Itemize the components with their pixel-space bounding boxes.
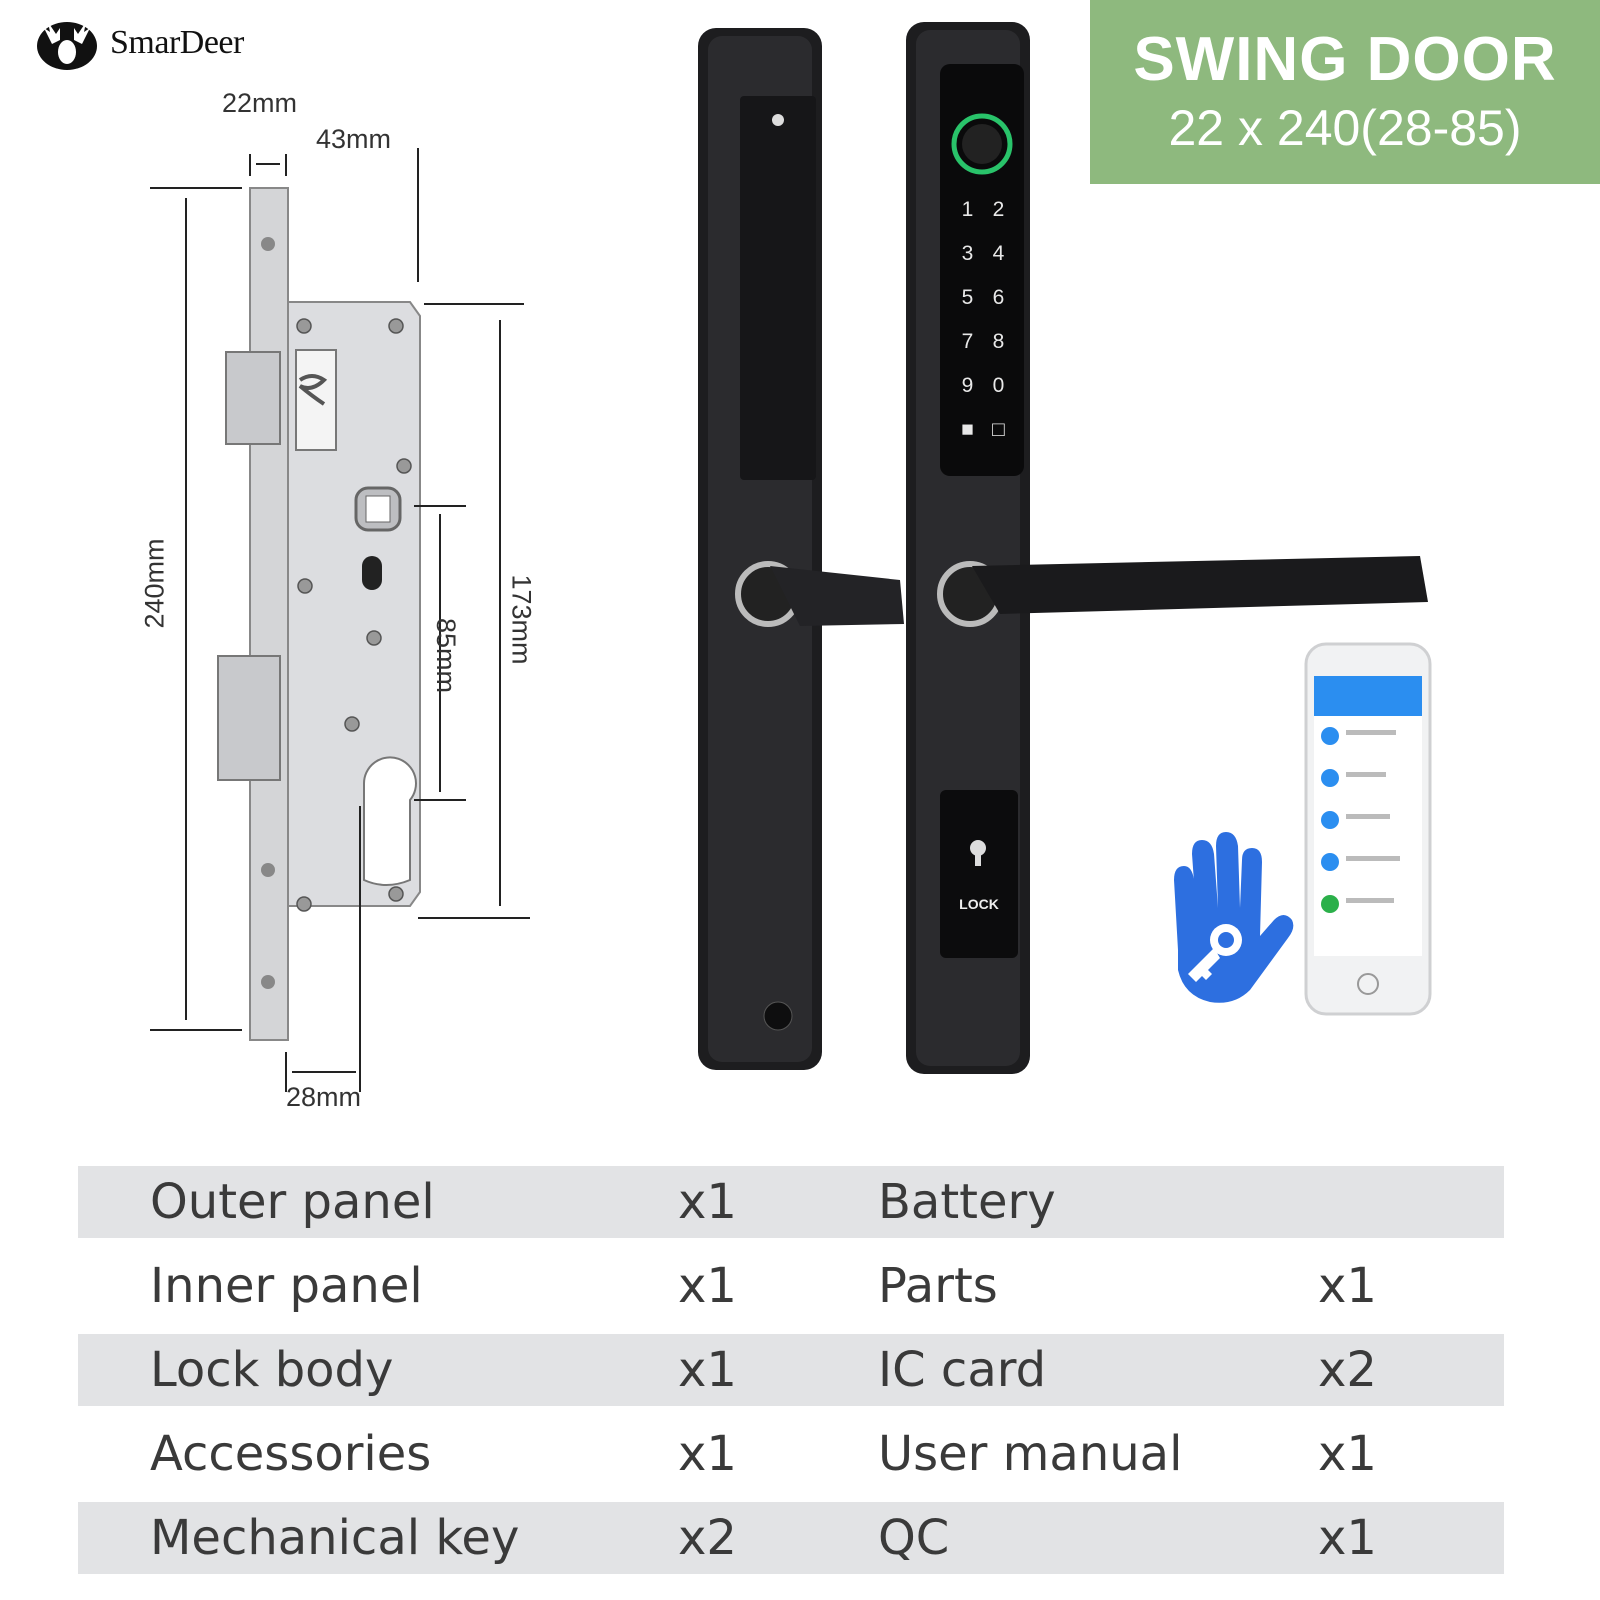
key-cover bbox=[940, 790, 1018, 958]
lock-key-icon[interactable]: ■ bbox=[961, 418, 974, 441]
item-name: IC card bbox=[878, 1342, 1047, 1398]
dim-22mm: 22mm bbox=[222, 88, 298, 118]
cylinder-cutout bbox=[362, 756, 417, 886]
package-list-table: Outer panel x1 Battery Inner panel x1 Pa… bbox=[78, 1166, 1504, 1586]
item-name: Lock body bbox=[150, 1342, 394, 1398]
item-qty: x2 bbox=[678, 1510, 737, 1566]
dead-bolt bbox=[217, 655, 281, 781]
table-row: Accessories x1 User manual x1 bbox=[78, 1418, 1504, 1490]
lever-handle bbox=[972, 556, 1428, 614]
keypad-panel bbox=[940, 64, 1024, 476]
banner-subtitle: 22 x 240(28-85) bbox=[1168, 100, 1522, 156]
key-9[interactable]: 9 bbox=[961, 374, 974, 397]
item-name: Mechanical key bbox=[150, 1510, 520, 1566]
item-name: QC bbox=[878, 1510, 950, 1566]
table-row: Outer panel x1 Battery bbox=[78, 1166, 1504, 1238]
smartphone-icon bbox=[1304, 642, 1432, 1016]
item-name: User manual bbox=[878, 1426, 1183, 1482]
key-2[interactable]: 2 bbox=[992, 198, 1005, 221]
key-5[interactable]: 5 bbox=[961, 286, 974, 309]
item-name: Inner panel bbox=[150, 1258, 423, 1314]
brand-name: SmarDeer bbox=[110, 24, 244, 61]
lock-body-drawing bbox=[150, 148, 530, 1092]
app-illustration bbox=[1174, 642, 1432, 1016]
item-name: Parts bbox=[878, 1258, 998, 1314]
key-8[interactable]: 8 bbox=[992, 330, 1005, 353]
table-row: Inner panel x1 Parts x1 bbox=[78, 1250, 1504, 1322]
lock-handles-illustration bbox=[698, 22, 1428, 1074]
item-name: Outer panel bbox=[150, 1174, 435, 1230]
item-qty: x1 bbox=[678, 1258, 737, 1314]
item-qty: x1 bbox=[678, 1174, 737, 1230]
dim-43mm: 43mm bbox=[316, 124, 392, 154]
dimension-lines bbox=[150, 148, 530, 1092]
lock-label: LOCK bbox=[959, 896, 999, 912]
brand-logo: SmarDeer bbox=[34, 14, 244, 72]
unlock-key-icon[interactable]: □ bbox=[992, 418, 1005, 441]
dim-28mm: 28mm bbox=[286, 1082, 362, 1112]
item-qty: x2 bbox=[1318, 1342, 1377, 1398]
item-qty: x1 bbox=[1318, 1258, 1377, 1314]
item-name: Battery bbox=[878, 1174, 1056, 1230]
item-qty: x1 bbox=[1318, 1510, 1377, 1566]
item-name: Accessories bbox=[150, 1426, 432, 1482]
door-type-banner: SWING DOOR 22 x 240(28-85) bbox=[1090, 0, 1600, 184]
item-qty: x1 bbox=[678, 1342, 737, 1398]
key-1[interactable]: 1 bbox=[961, 198, 974, 221]
key-3[interactable]: 3 bbox=[961, 242, 974, 265]
item-qty: x1 bbox=[1318, 1426, 1377, 1482]
banner-title: SWING DOOR bbox=[1133, 25, 1557, 94]
table-row: Mechanical key x2 QC x1 bbox=[78, 1502, 1504, 1574]
key-4[interactable]: 4 bbox=[992, 242, 1005, 265]
latch-bolt bbox=[225, 351, 281, 445]
fingerprint-sensor-icon bbox=[951, 113, 1013, 175]
key-7[interactable]: 7 bbox=[961, 330, 974, 353]
deer-logo-icon bbox=[37, 22, 97, 70]
table-row: Lock body x1 IC card x2 bbox=[78, 1334, 1504, 1406]
key-6[interactable]: 6 bbox=[992, 286, 1005, 309]
item-qty: x1 bbox=[678, 1426, 737, 1482]
key-0[interactable]: 0 bbox=[992, 374, 1005, 397]
hand-key-icon bbox=[1174, 832, 1294, 1003]
lock-case bbox=[287, 301, 421, 907]
keypad-digits: 1 2 3 4 5 6 7 8 9 0 ■ □ bbox=[952, 198, 1014, 442]
